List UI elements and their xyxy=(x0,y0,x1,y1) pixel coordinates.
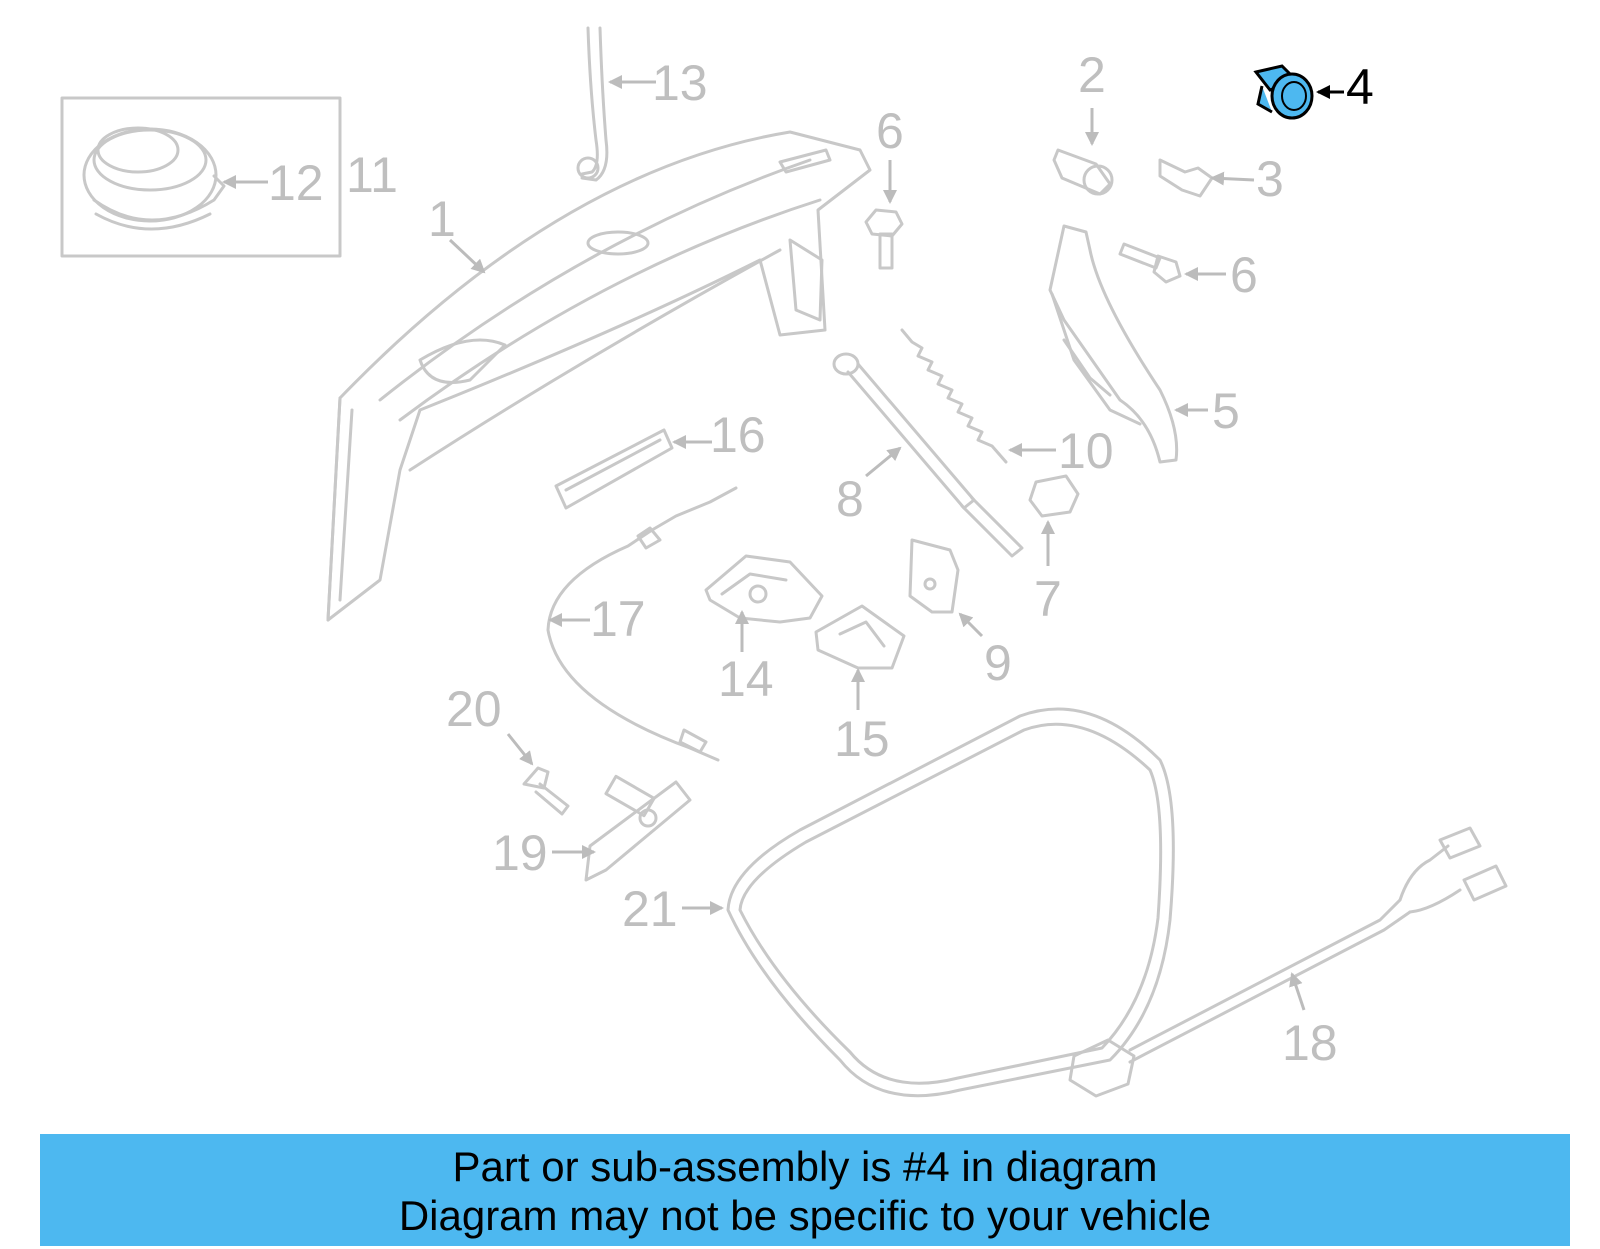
part-19-handle xyxy=(584,774,692,882)
callout-14[interactable]: 14 xyxy=(718,651,774,707)
callout-15[interactable]: 15 xyxy=(834,711,890,767)
part-20-screw xyxy=(522,766,570,816)
info-banner: Part or sub-assembly is #4 in diagram Di… xyxy=(40,1134,1570,1246)
callout-19[interactable]: 19 xyxy=(492,825,548,881)
callout-9[interactable]: 9 xyxy=(984,635,1012,691)
part-18-harness xyxy=(1068,826,1508,1098)
part-17-cable xyxy=(546,486,738,762)
callout-18[interactable]: 18 xyxy=(1282,1015,1338,1071)
callout-16[interactable]: 16 xyxy=(710,407,766,463)
callout-1[interactable]: 1 xyxy=(428,191,456,247)
part-16-trim xyxy=(554,428,674,510)
part-4-clip-highlighted[interactable] xyxy=(1253,64,1314,120)
callout-8[interactable]: 8 xyxy=(836,471,864,527)
callout-12[interactable]: 12 xyxy=(268,155,324,211)
part-1-trunk-lid xyxy=(326,130,872,622)
callout-17[interactable]: 17 xyxy=(590,591,646,647)
callout-20[interactable]: 20 xyxy=(446,681,502,737)
callout-5[interactable]: 5 xyxy=(1212,383,1240,439)
part-13-hose xyxy=(576,26,609,182)
callout-3[interactable]: 3 xyxy=(1256,151,1284,207)
callout-10[interactable]: 10 xyxy=(1058,423,1114,479)
part-2-lock-cylinder xyxy=(1052,148,1114,196)
part-3-key xyxy=(1158,158,1214,198)
part-14-latch xyxy=(704,554,824,624)
callout-6-a[interactable]: 6 xyxy=(876,103,904,159)
part-11-box xyxy=(60,96,342,258)
banner-line-2: Diagram may not be specific to your vehi… xyxy=(398,1192,1212,1239)
part-10-spring xyxy=(900,328,1008,464)
callout-6-b[interactable]: 6 xyxy=(1230,247,1258,303)
callout-21[interactable]: 21 xyxy=(622,881,678,937)
part-6-bolt-a xyxy=(864,208,904,270)
part-21-seal xyxy=(726,707,1175,1098)
callout-11[interactable]: 11 xyxy=(346,147,398,203)
part-6-bolt-b xyxy=(1118,242,1182,284)
part-8-strut xyxy=(832,352,1024,558)
callout-2[interactable]: 2 xyxy=(1078,47,1106,103)
part-12-emblem xyxy=(82,126,226,231)
banner-line-1: Part or sub-assembly is #4 in diagram xyxy=(452,1143,1158,1190)
callouts: 1 2 3 4 5 6 6 7 8 9 10 11 12 13 14 15 16… xyxy=(268,47,1374,1071)
part-15-striker xyxy=(814,604,906,670)
leaders xyxy=(222,75,1344,1011)
callout-7[interactable]: 7 xyxy=(1034,571,1062,627)
callout-13[interactable]: 13 xyxy=(652,55,708,111)
part-5-hinge xyxy=(1048,224,1179,464)
callout-4[interactable]: 4 xyxy=(1346,59,1374,115)
part-9-bracket xyxy=(908,538,960,614)
part-7-bumper xyxy=(1028,474,1080,518)
